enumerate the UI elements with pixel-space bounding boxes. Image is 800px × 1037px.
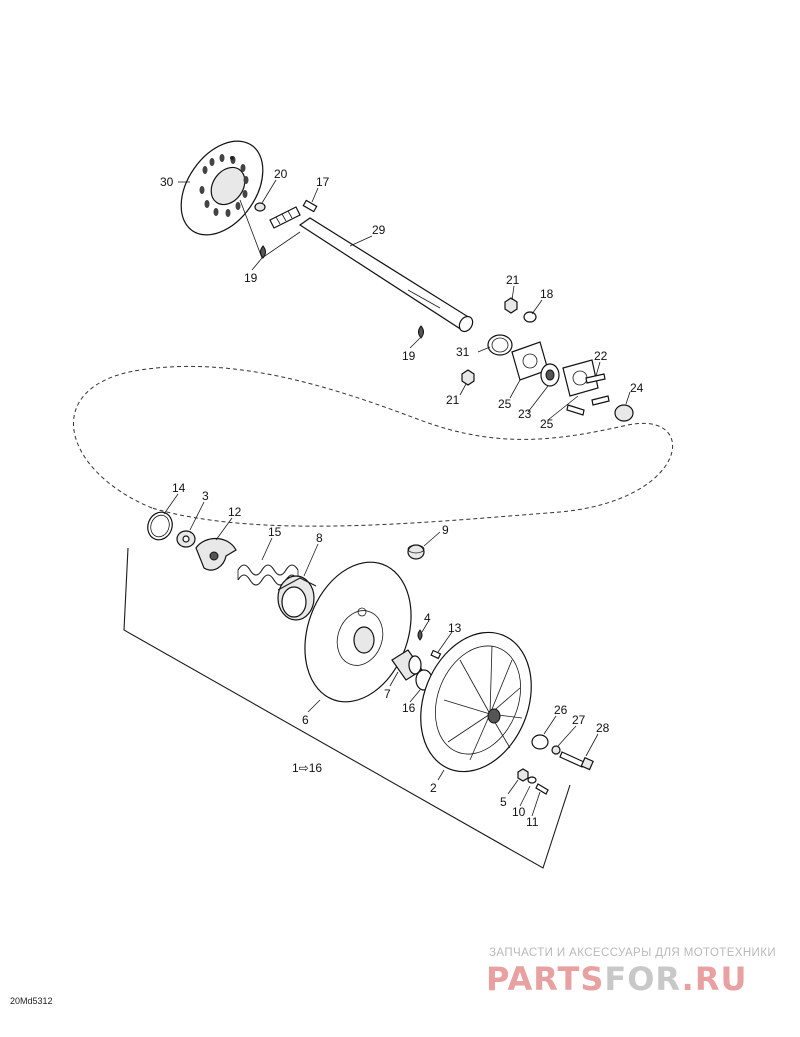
callout-19-a: 19	[244, 271, 258, 285]
callout-15: 15	[268, 525, 282, 539]
callout-21-b: 21	[446, 393, 460, 407]
watermark-logo-for: FOR	[604, 960, 681, 998]
part-22-bolts	[566, 373, 610, 416]
callout-17: 17	[316, 175, 330, 189]
part-4-grease	[417, 629, 423, 641]
part-17-pin	[302, 199, 318, 213]
part-6-sheave	[304, 561, 412, 703]
group-bracket-lines	[123, 547, 571, 869]
part-14-circlip	[147, 511, 173, 541]
callout-13: 13	[448, 621, 462, 635]
watermark: ЗАПЧАСТИ И АКСЕССУАРЫ ДЛЯ МОТОТЕХНИКИ PA…	[486, 947, 776, 998]
callout-18: 18	[540, 287, 554, 301]
part-31-ring	[487, 334, 513, 356]
callout-labels: 30 20 17 29 19 19 21 18 31 22 21 25 23 2…	[160, 167, 644, 829]
callout-27: 27	[572, 713, 586, 727]
watermark-tagline: ЗАПЧАСТИ И АКСЕССУАРЫ ДЛЯ МОТОТЕХНИКИ	[489, 947, 776, 959]
callout-14: 14	[172, 481, 186, 495]
part-25-flange-a	[511, 341, 549, 381]
group-label-1-16: 1⇨16	[292, 761, 322, 775]
part-5-nut	[517, 768, 529, 782]
watermark-logo-parts: PARTS	[486, 960, 604, 998]
callout-8: 8	[316, 531, 323, 545]
part-9-bush	[407, 544, 425, 560]
watermark-logo-ru: .RU	[682, 960, 748, 998]
part-30-disc	[180, 140, 264, 236]
callout-11: 11	[526, 815, 539, 829]
watermark-logo: PARTSFOR.RU	[486, 960, 747, 998]
callout-31: 31	[456, 345, 470, 359]
callout-20: 20	[274, 167, 288, 181]
callout-6: 6	[302, 713, 309, 727]
callout-25-b: 25	[540, 417, 554, 431]
part-2-fan-sheave	[420, 631, 532, 773]
drive-belt-dashed	[73, 365, 674, 527]
callout-21-a: 21	[506, 273, 520, 287]
part-8-cup	[277, 575, 317, 621]
part-13-pin	[430, 649, 442, 660]
callout-4: 4	[424, 611, 431, 625]
part-20-nut	[254, 202, 266, 212]
part-3-washer	[176, 530, 196, 548]
part-27-lockwasher	[551, 745, 561, 755]
callout-19-b: 19	[402, 349, 416, 363]
lower-pulley-assembly	[123, 511, 594, 869]
callout-7: 7	[384, 687, 391, 701]
part-26-washer	[531, 734, 549, 750]
part-18-washer	[523, 311, 537, 323]
callout-5: 5	[500, 795, 507, 809]
part-24-cap	[614, 404, 634, 422]
part-12-spider	[195, 537, 237, 571]
callout-2: 2	[430, 781, 437, 795]
callout-24: 24	[630, 381, 644, 395]
callout-30: 30	[160, 175, 174, 189]
diagram-code: 20Md5312	[10, 996, 53, 1006]
part-19-grease-b	[418, 325, 424, 339]
callout-28: 28	[596, 721, 610, 735]
part-28-bolt	[559, 751, 594, 771]
part-23-bearing	[540, 363, 560, 387]
callout-16: 16	[402, 701, 416, 715]
callout-12: 12	[228, 505, 242, 519]
callout-22: 22	[594, 349, 608, 363]
callout-23: 23	[518, 407, 532, 421]
part-29-shaft	[269, 206, 474, 333]
upper-shaft-assembly	[180, 140, 634, 422]
callout-29: 29	[372, 223, 386, 237]
callout-9: 9	[442, 523, 449, 537]
callout-3: 3	[202, 489, 209, 503]
part-21-nut-a	[504, 297, 518, 314]
callout-10: 10	[512, 805, 526, 819]
leader-lines	[163, 179, 631, 817]
part-11-screw	[535, 783, 549, 795]
part-10-washer	[527, 776, 537, 784]
callout-26: 26	[554, 703, 568, 717]
callout-25-a: 25	[498, 397, 512, 411]
part-25-flange-b	[562, 359, 599, 397]
part-21-nut-b	[461, 369, 475, 386]
